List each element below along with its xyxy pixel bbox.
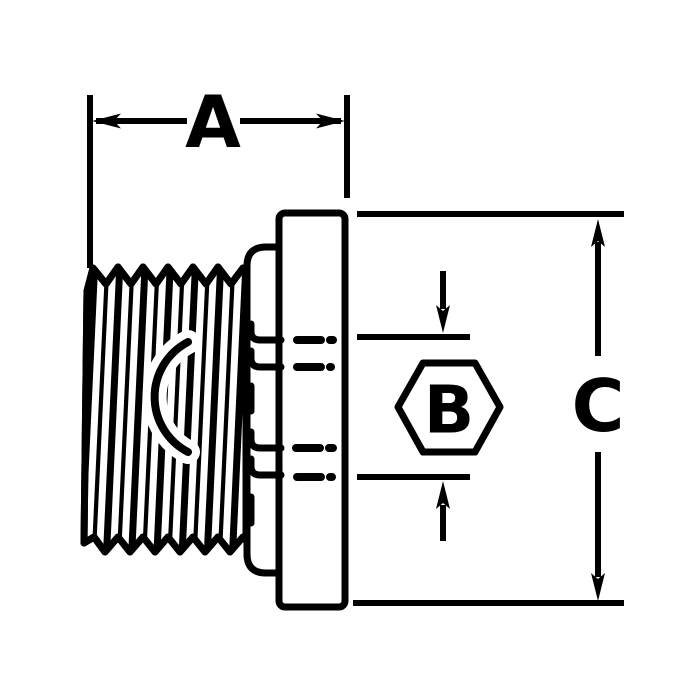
body-outline: [275, 209, 349, 611]
dimension-c: C: [353, 211, 625, 606]
dimension-b: B: [357, 271, 504, 541]
dim-c-arrow-down: [591, 573, 605, 601]
dim-b-label: B: [424, 372, 474, 449]
collar-outline: [243, 243, 286, 577]
collar-stub-4: [247, 455, 285, 479]
body-section: [275, 209, 349, 611]
dim-b-arrow-down: [436, 305, 450, 333]
dim-a-arrow-right: [316, 113, 345, 129]
collar-hidden-features: [247, 320, 285, 527]
dim-a-label: A: [185, 80, 241, 164]
dimension-a: A: [87, 80, 350, 268]
threaded-section: [80, 263, 250, 556]
thread-runout-arc: [150, 338, 192, 456]
hexagon-symbol: [394, 359, 504, 456]
collar-stub-3: [247, 428, 285, 452]
collar-stub-1: [247, 320, 285, 344]
collar-stub-2: [247, 347, 285, 371]
dim-a-arrow-left: [92, 113, 121, 129]
dim-c-arrow-up: [591, 219, 605, 247]
collar-section: [243, 243, 286, 577]
dim-b-arrow-up: [436, 481, 450, 509]
dim-c-label: C: [572, 364, 625, 448]
